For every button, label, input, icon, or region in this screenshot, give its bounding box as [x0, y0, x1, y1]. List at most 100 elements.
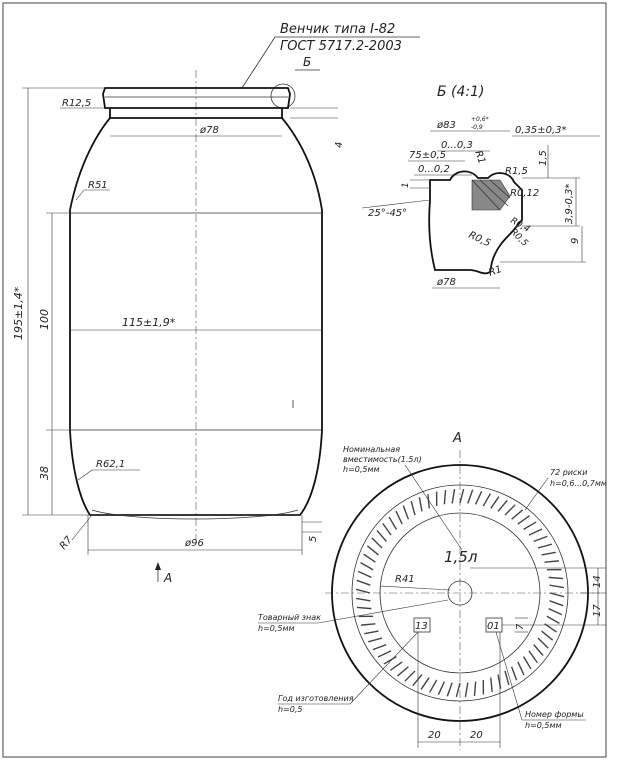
detail-dim-75: 75±0,5 — [409, 150, 446, 161]
tick-mark — [446, 682, 453, 697]
total-height-label: 195±1,4* — [12, 286, 25, 340]
tick-mark — [497, 499, 508, 512]
detail-dim-39: 3,9-0,3* — [564, 184, 575, 224]
bottom-height-label: 38 — [38, 466, 51, 480]
tick-mark — [473, 681, 477, 697]
tick-mark — [443, 489, 447, 505]
tick-mark — [517, 515, 531, 525]
dim-7: 7 — [515, 623, 526, 630]
tick-mark — [410, 500, 416, 516]
trademark-label: Товарный знак — [258, 613, 321, 622]
tick-mark — [355, 588, 371, 594]
r-top-label: R12,5 — [62, 98, 91, 109]
tick-mark — [464, 682, 469, 697]
tick-mark — [548, 576, 564, 580]
bottom-view-title: A — [452, 431, 462, 446]
r41-label: R41 — [395, 574, 415, 585]
main-view-dimensions: R12,5 ø78 4 R51 195±1,4* 100 38 115±1,9*… — [12, 87, 345, 585]
tick-mark — [376, 529, 387, 542]
tick-mark — [356, 579, 371, 586]
body-height-label: 100 — [38, 309, 51, 330]
detail-d83: ø83 — [436, 120, 456, 131]
tick-mark — [523, 656, 532, 670]
tick-mark — [364, 630, 379, 635]
tick-mark — [459, 488, 465, 504]
capacity-text: 1,5л — [444, 548, 478, 566]
tick-mark — [402, 505, 410, 520]
tick-mark — [418, 497, 423, 512]
detail-dim-0-03: 0...0,3 — [441, 140, 473, 151]
tick-mark — [455, 682, 461, 698]
detail-ref-label: Б — [303, 55, 311, 69]
tick-mark — [533, 535, 548, 543]
mold-value: 01 — [487, 621, 500, 632]
tick-mark — [383, 656, 397, 665]
capacity-label2: вместимость(1.5л) — [343, 455, 422, 464]
detail-tol-upper: +0,6* — [471, 116, 489, 123]
detail-title: Б (4:1) — [437, 84, 485, 100]
tick-mark — [371, 537, 383, 549]
tick-mark — [511, 509, 524, 520]
tick-mark — [490, 677, 493, 692]
capacity-label: Номинальная — [343, 445, 400, 454]
detail-tol-lower: -0,9 — [471, 124, 483, 131]
tick-mark — [549, 600, 564, 607]
dim-20b: 20 — [470, 730, 483, 741]
tick-mark — [356, 606, 372, 610]
base-height-label: 5 — [308, 536, 319, 542]
ticks-h: h=0,6...0,7мм — [550, 479, 607, 488]
neck-height-label: 4 — [334, 142, 345, 148]
trademark-h: h=0,5мм — [258, 624, 295, 633]
tick-mark — [395, 510, 403, 525]
tick-mark — [546, 615, 560, 625]
standard-label: ГОСТ 5717.2-2003 — [280, 39, 402, 54]
detail-dim-1: 1 — [401, 182, 411, 188]
tick-mark — [360, 561, 374, 571]
tick-mark — [404, 670, 416, 682]
tick-mark — [528, 650, 538, 664]
year-h: h=0,5 — [278, 705, 303, 714]
dim-14: 14 — [592, 575, 603, 588]
finish-callout: Венчик типа I-82 ГОСТ 5717.2-2003 Б — [241, 22, 420, 109]
tick-mark — [367, 637, 383, 643]
bottom-view: A 1,5л Номинальная вместимость(1.5л) h=0… — [258, 431, 607, 750]
tick-ring — [355, 488, 565, 698]
tick-mark — [437, 681, 446, 696]
neck-diameter-label: ø78 — [199, 125, 219, 136]
mold-h: h=0,5мм — [525, 721, 562, 730]
tick-mark — [549, 584, 564, 589]
r-shoulder-label: R51 — [88, 180, 108, 191]
tick-mark — [451, 489, 456, 504]
detail-r1-bottom: R1 — [487, 264, 503, 279]
year-label: Год изготовления — [278, 694, 354, 703]
tick-mark — [420, 677, 430, 690]
mold-label: Номер формы — [525, 710, 584, 719]
tick-mark — [523, 521, 537, 530]
tick-mark — [467, 489, 474, 504]
tick-mark — [428, 679, 438, 693]
tick-mark — [356, 597, 371, 602]
tick-mark — [474, 490, 483, 505]
detail-dim-035: 0,35±0,3* — [515, 125, 567, 136]
finish-type-label: Венчик типа I-82 — [280, 22, 395, 37]
tick-mark — [382, 522, 392, 536]
tick-mark — [544, 560, 559, 563]
tick-mark — [517, 661, 525, 676]
tick-mark — [363, 553, 376, 563]
ticks-label: 72 риски — [550, 468, 587, 477]
detail-d78: ø78 — [436, 277, 456, 288]
tick-mark — [388, 516, 397, 530]
tick-mark — [412, 674, 423, 687]
tick-mark — [541, 630, 554, 641]
bottom-inner-circle — [351, 484, 569, 702]
bottom-center-circle — [447, 580, 473, 606]
tick-mark — [427, 494, 430, 509]
tick-mark — [537, 543, 553, 549]
dim-17: 17 — [592, 604, 603, 617]
tick-mark — [389, 661, 403, 671]
detail-dim-9: 9 — [570, 238, 581, 244]
jar-main-view — [69, 70, 323, 540]
view-arrow-label: A — [163, 571, 172, 585]
capacity-h: h=0,5мм — [343, 465, 380, 474]
tick-mark — [482, 493, 492, 507]
